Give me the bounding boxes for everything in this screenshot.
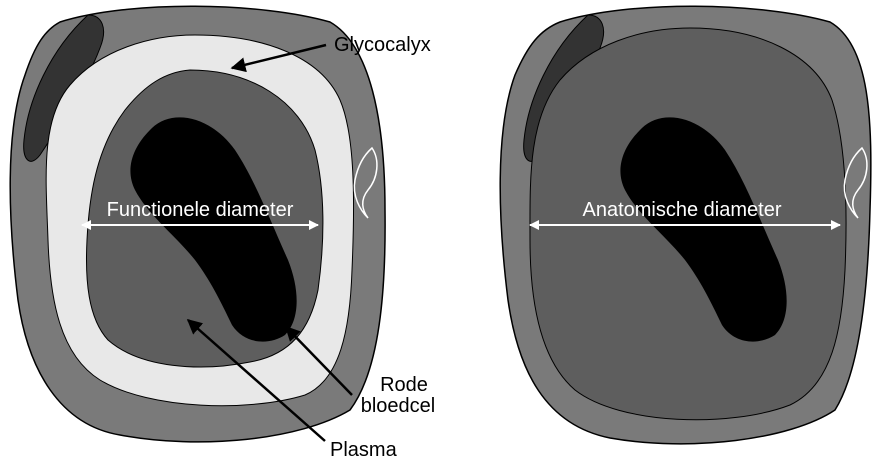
red-blood-cell-label-line2: bloedcel [361,395,436,417]
plasma-label: Plasma [330,439,398,461]
anatomical-diameter-label: Anatomische diameter [583,199,782,221]
red-blood-cell-label-line1: Rode [380,374,428,396]
functional-diameter-label: Functionele diameter [107,199,294,221]
glycocalyx-label: Glycocalyx [334,34,431,56]
